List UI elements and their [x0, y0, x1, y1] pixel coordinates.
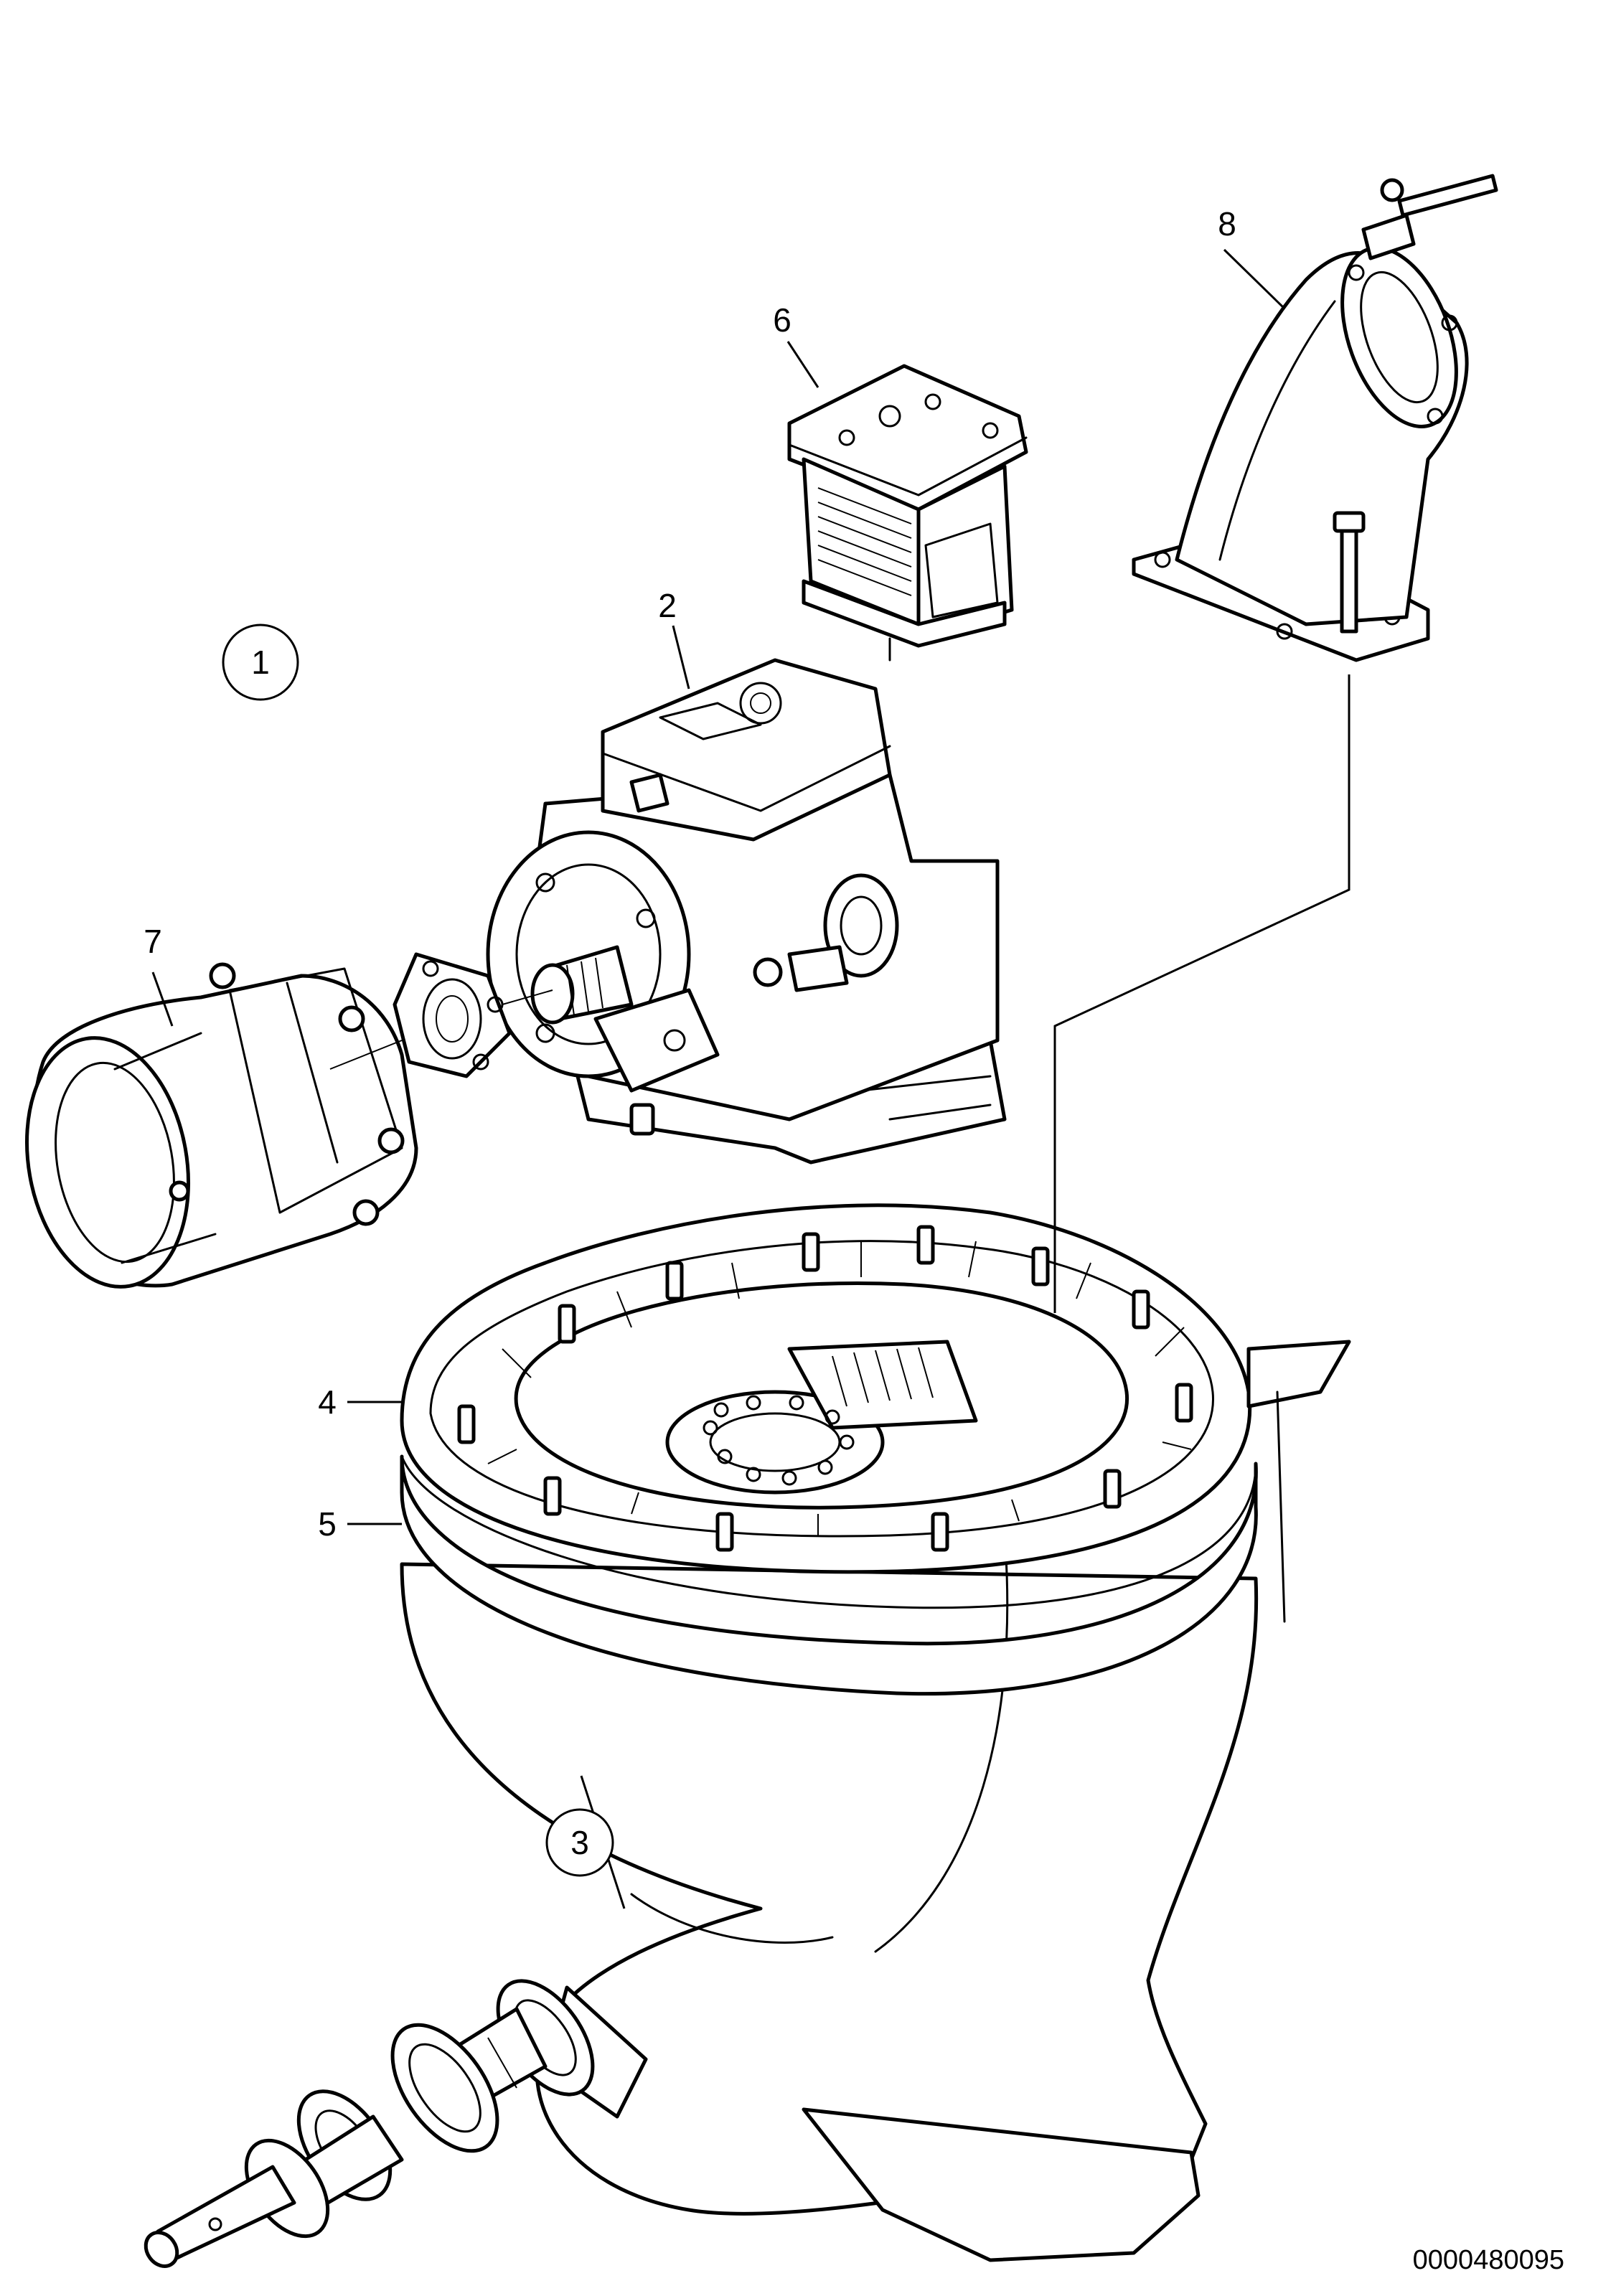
part-3-drive-leg [144, 1534, 1259, 2268]
callout-circle-3 [545, 1808, 614, 1877]
part-2-gear-housing [486, 658, 1007, 1165]
callout-label-8: 8 [1218, 205, 1236, 243]
callout-label-6: 6 [773, 301, 791, 339]
flexible-coupling [329, 952, 553, 1078]
part-8-elbow [1132, 174, 1498, 662]
callout-labels: 1 2 3 4 5 6 7 8 [144, 205, 1236, 1877]
callout-label-5: 5 [318, 1505, 337, 1543]
part-4-mounting-flange [400, 1203, 1351, 1623]
callout-label-3: 3 [570, 1824, 589, 1861]
drawing-reference-code: 0000480095 [1413, 2245, 1564, 2275]
callout-circle-1 [222, 624, 299, 701]
part-6-control-unit [787, 364, 1028, 662]
part-5-gasket-ring [400, 1454, 1258, 1696]
callout-label-1: 1 [251, 644, 270, 681]
callout-label-7: 7 [144, 923, 162, 960]
callout-label-2: 2 [658, 587, 677, 624]
callout-label-4: 4 [318, 1383, 337, 1421]
part-7-coupling-housing [24, 962, 418, 1289]
